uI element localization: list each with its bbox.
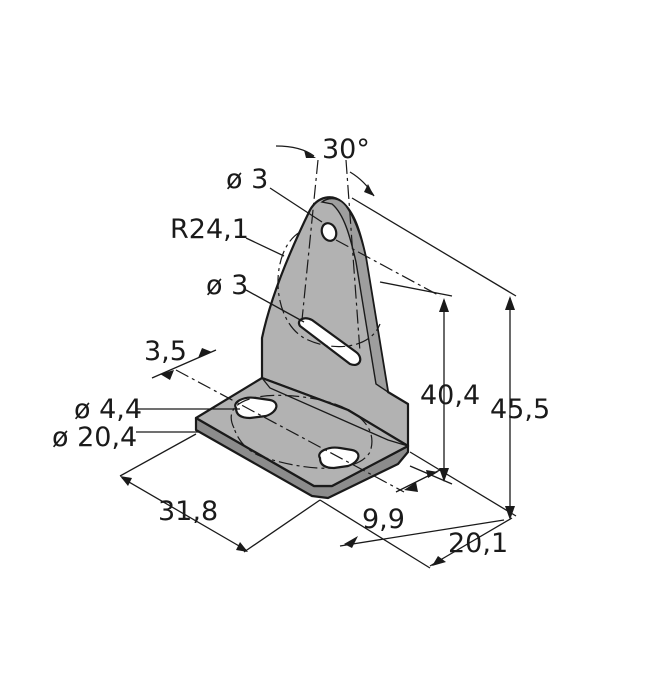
height-hole-arrow-top [439,298,449,312]
angle-line-b [345,159,361,353]
label-offset: 3,5 [144,336,187,367]
label-circle-base: ø 20,4 [52,422,137,453]
offset-arrow-a [160,370,174,380]
depth-total-ext-left [319,499,431,569]
label-slot-upper: ø 3 [206,270,248,301]
center-line-diagonal [175,369,405,493]
height-total-ext-bottom [409,451,517,517]
height-total-arrow-top [505,296,515,310]
width-arrow-right [236,542,248,552]
bend-line [261,377,409,447]
width-ext-right [243,499,321,553]
depth-hole-arrow-a [404,482,418,492]
center-line-top-hole [335,239,441,297]
width-arrow-left [120,476,132,486]
label-height-total: 45,5 [490,394,550,425]
label-hole-bottom: ø 4,4 [74,394,142,425]
center-lines [175,159,441,493]
label-width-base: 31,8 [158,496,218,527]
angle-arrow-left [304,150,316,158]
angle-arrow-right [364,184,374,196]
width-ext-left [119,433,197,477]
depth-hole-arrow-b [426,470,438,478]
depth-total-ext-right [429,517,513,567]
label-hole-top: ø 3 [226,164,268,195]
offset-arrow-b [198,348,212,358]
height-total-ext-top [351,197,517,297]
radius-arc [277,231,381,348]
label-depth-hole: 9,9 [362,504,405,535]
depth-total-arrow-a [344,536,358,548]
depth-total-dim [339,519,505,547]
angle-line-a [301,159,319,321]
width-dim [121,477,247,551]
tab-edge [320,197,389,394]
angle-arc [275,145,315,157]
leader-hole-top [269,187,323,223]
label-depth-total: 20,1 [448,528,508,559]
top-hole [320,222,338,242]
base-circle [230,394,373,469]
height-hole-ext-top [379,281,453,297]
base-slot-left [234,396,278,420]
leader-slot [245,289,305,323]
label-angle: 30° [322,134,370,165]
dimension-lines [119,145,517,569]
height-total-arrow-bottom [505,506,515,520]
leader-radius [245,237,285,257]
dimension-labels: 30° ø 3 R24,1 ø 3 3,5 ø 4,4 ø 20,4 40,4 … [52,134,550,559]
upper-slot [297,317,362,366]
label-height-hole: 40,4 [420,380,480,411]
label-radius: R24,1 [170,214,249,245]
